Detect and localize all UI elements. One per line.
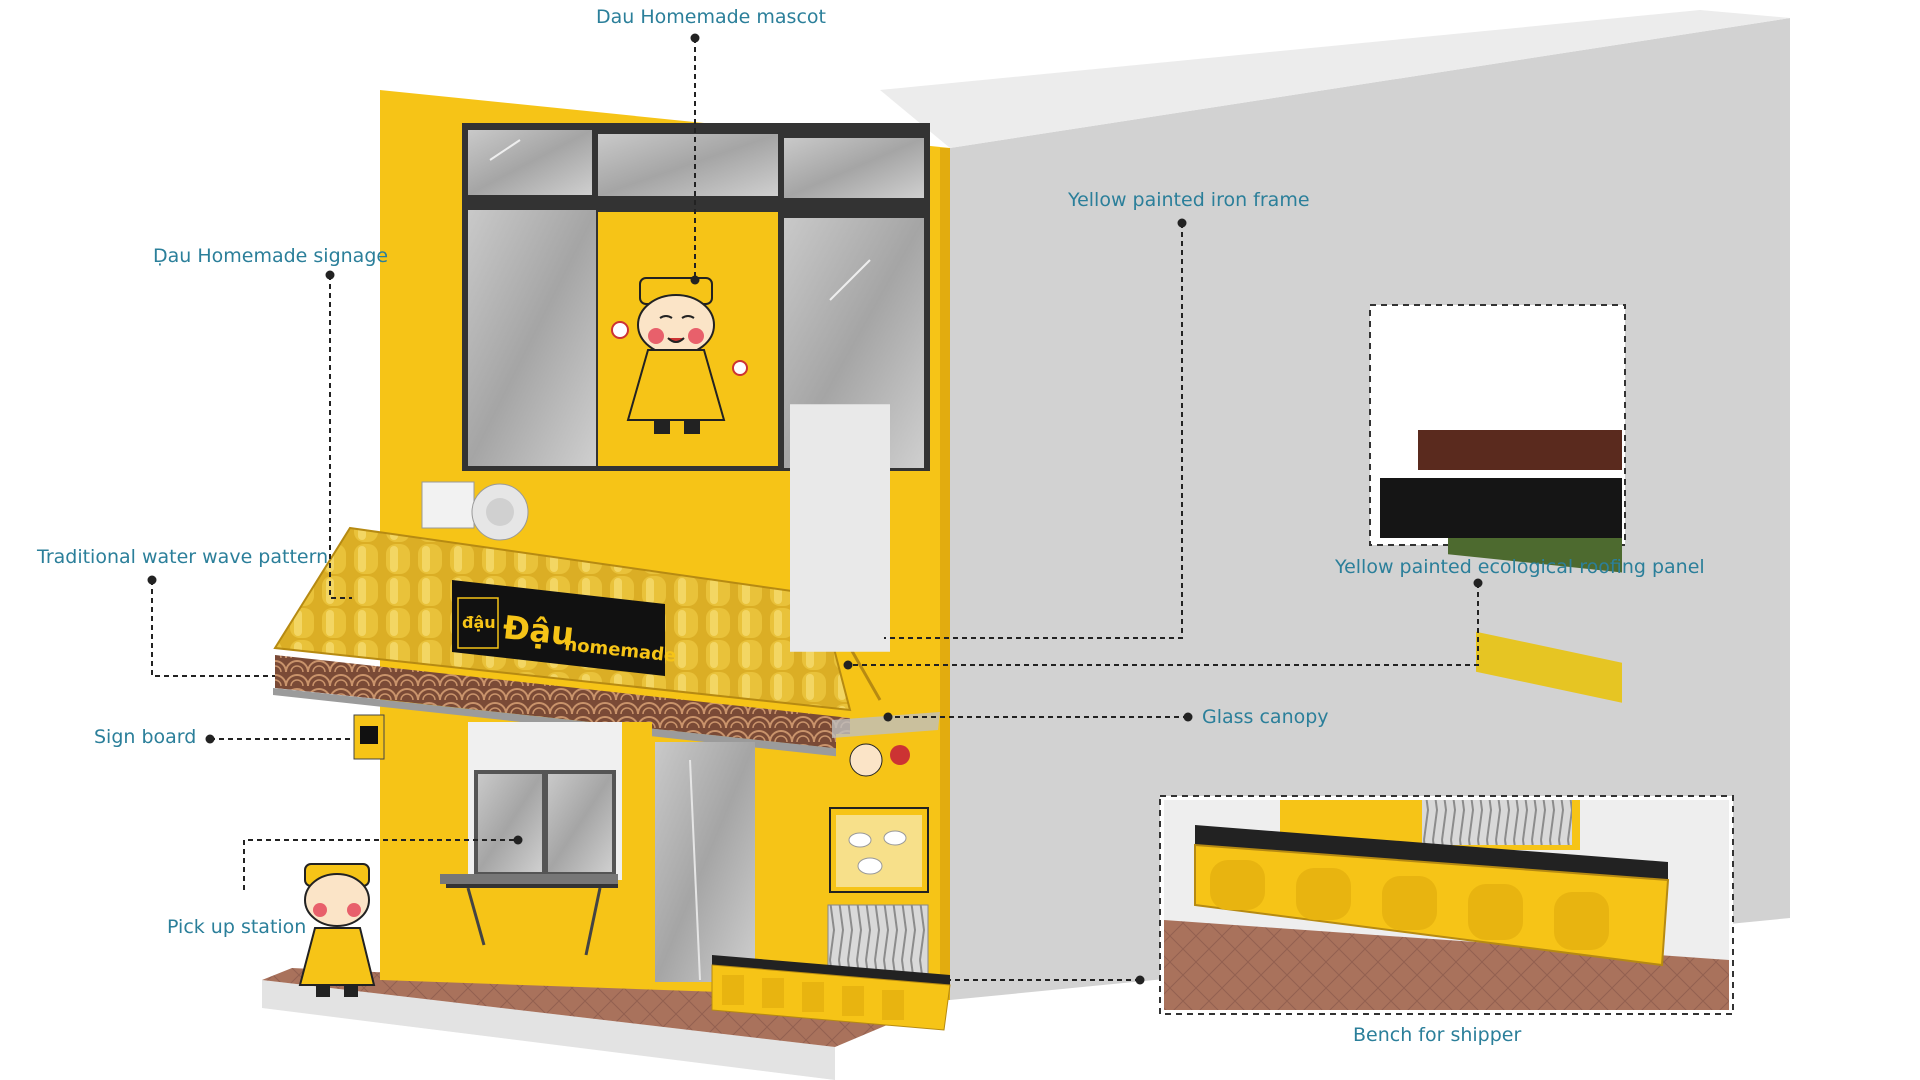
small-bench [711, 955, 951, 1031]
bench-inset [1159, 795, 1734, 1015]
label-glass-canopy: Glass canopy [1202, 706, 1329, 728]
signage-board: đậu Đậu homemade [452, 580, 677, 676]
roofing-panel-inset [1369, 304, 1626, 703]
signage-brand-main: Đậu [501, 608, 576, 653]
floor [262, 968, 946, 1047]
label-water-wave: Traditional water wave pattern [37, 546, 329, 568]
mascot-figure [611, 277, 748, 434]
mascot-standing [298, 863, 376, 997]
air-conditioner-unit [421, 481, 529, 541]
leader-dots [147, 33, 1483, 985]
label-bench: Bench for shipper [1353, 1024, 1522, 1046]
wave-band [275, 655, 850, 750]
sidewalk-base [262, 980, 835, 1080]
label-iron-frame: Yellow painted iron frame [1068, 189, 1310, 211]
roof-panel-brown [1418, 430, 1622, 470]
right-panels [790, 404, 929, 976]
facade-edge [940, 148, 950, 1000]
roof-panel-yellow [1476, 631, 1622, 703]
top-wall-edge [880, 10, 1790, 148]
signage-brand-small: đậu [462, 613, 496, 632]
label-mascot: Dau Homemade mascot [596, 6, 826, 28]
label-pick-up-station: Pick up station [167, 916, 307, 938]
label-sign-board: Sign board [94, 726, 197, 748]
glass-canopy-panel [832, 712, 940, 738]
leader-lines [151, 38, 1479, 981]
label-roofing-panel: Yellow painted ecological roofing panel [1335, 556, 1705, 578]
ground-floor-front [440, 722, 755, 982]
small-sign-board [353, 714, 385, 760]
label-signage: Ḍau Homemade signage [153, 245, 389, 267]
roof-panel-black [1380, 478, 1622, 538]
